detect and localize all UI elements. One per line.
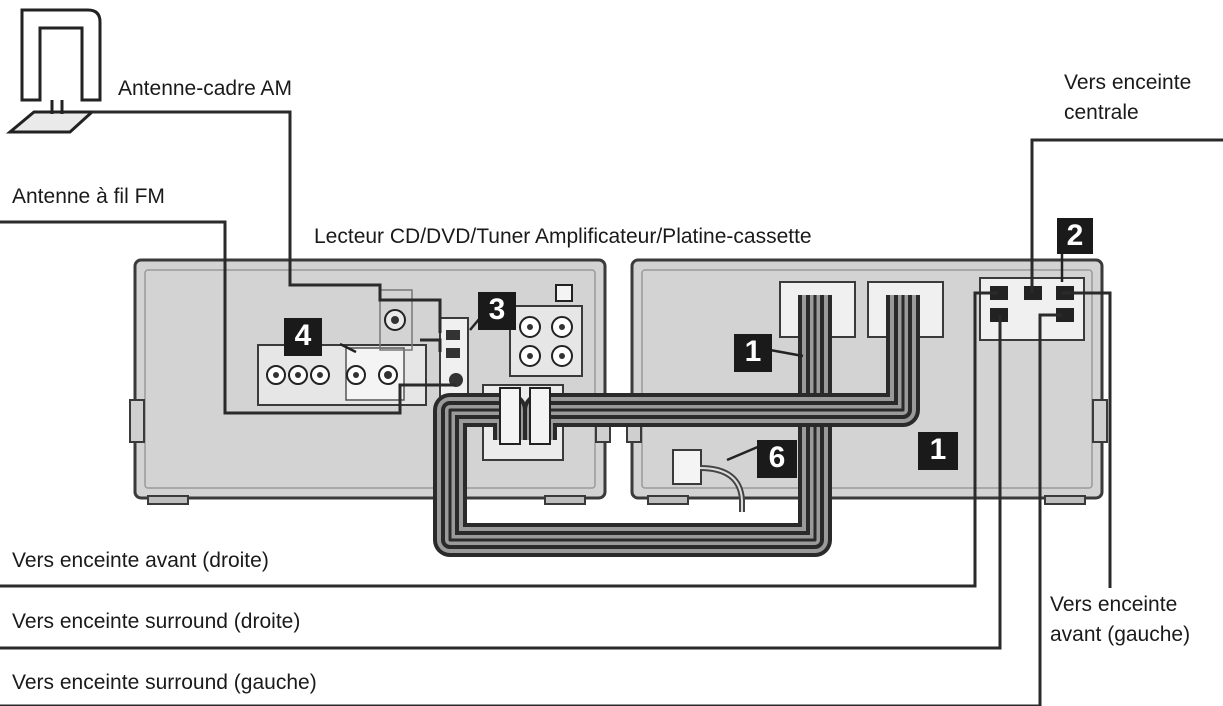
front-left-label-line2: avant (gauche) [1050, 623, 1191, 646]
main-unit-panel [129, 258, 611, 505]
front-right-label: Vers enceinte avant (droite) [12, 549, 269, 572]
center-speaker-label-line1: Vers enceinte [1064, 71, 1192, 94]
am-loop-antenna-icon [5, 8, 102, 134]
front-left-label-line1: Vers enceinte [1050, 593, 1178, 616]
fm-antenna-label: Antenne à fil FM [12, 185, 165, 208]
step-badge-2: 2 [1057, 218, 1093, 254]
main-unit-label: Lecteur CD/DVD/Tuner Amplificateur/Plati… [314, 225, 812, 248]
surround-right-label: Vers enceinte surround (droite) [12, 610, 301, 633]
amplifier-unit-panel [626, 258, 1108, 512]
step-badge-1-right: 1 [918, 432, 958, 470]
antenna-wires [0, 110, 456, 415]
step-badge-4: 4 [284, 318, 322, 356]
speaker-wires [0, 138, 1223, 706]
step-badge-3: 3 [478, 292, 516, 330]
step-badge-1-top: 1 [734, 334, 772, 372]
am-antenna-label: Antenne-cadre AM [118, 77, 292, 100]
step-badge-6: 6 [757, 440, 797, 478]
surround-left-label: Vers enceinte surround (gauche) [12, 671, 317, 694]
center-speaker-label-line2: centrale [1064, 101, 1139, 124]
